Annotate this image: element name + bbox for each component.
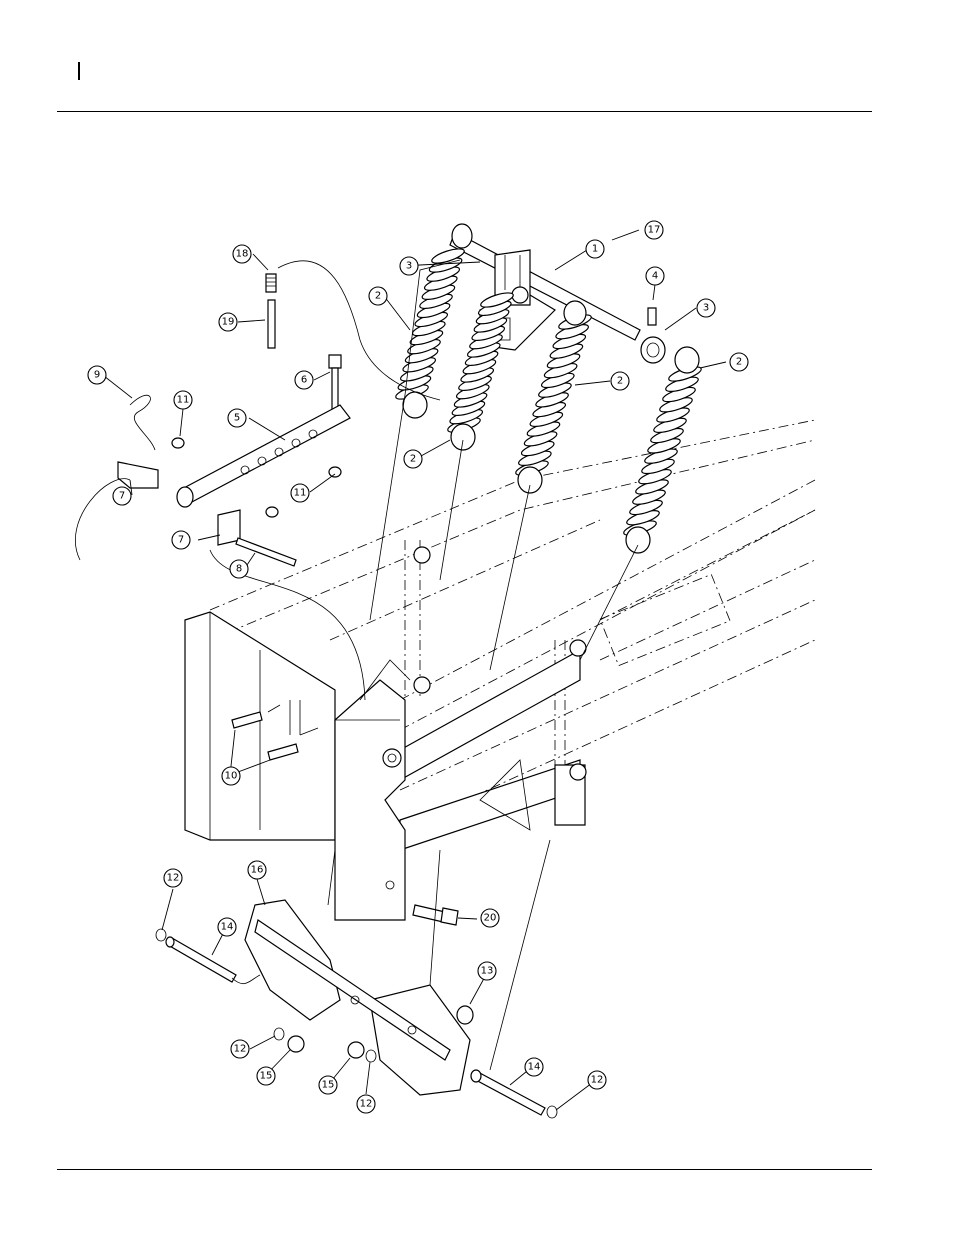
svg-text:12: 12	[591, 1075, 604, 1086]
callout-12: 12	[356, 1094, 376, 1114]
spring-coil	[480, 292, 514, 308]
svg-text:2: 2	[375, 291, 381, 302]
callout-8: 8	[229, 559, 249, 579]
callout-3: 3	[399, 256, 419, 276]
toolbar-frame	[209, 419, 816, 831]
svg-text:16: 16	[251, 865, 264, 876]
callout-2: 2	[729, 352, 749, 372]
svg-text:9: 9	[94, 370, 100, 381]
svg-text:12: 12	[234, 1044, 247, 1055]
spring-18-pin-19	[265, 260, 441, 401]
bolt-20	[412, 904, 459, 926]
callout-6: 6	[294, 370, 314, 390]
mount-bracket-left	[184, 611, 336, 841]
callout-7: 7	[112, 486, 132, 506]
svg-text:15: 15	[322, 1080, 335, 1091]
frame-bolts	[413, 546, 587, 781]
callout-15: 15	[256, 1066, 276, 1086]
callout-14: 14	[217, 917, 237, 937]
header-rule	[57, 111, 872, 112]
spring-3	[515, 300, 592, 494]
svg-text:13: 13	[481, 966, 494, 977]
callout-11: 11	[173, 390, 193, 410]
svg-text:1: 1	[592, 244, 598, 255]
callout-20: 20	[480, 908, 500, 928]
spring-4	[623, 346, 702, 554]
svg-text:11: 11	[177, 395, 190, 406]
callout-2: 2	[368, 286, 388, 306]
adjust-bar-5	[176, 404, 351, 508]
svg-text:2: 2	[617, 376, 623, 387]
svg-text:8: 8	[236, 564, 242, 575]
callout-19: 19	[218, 312, 238, 332]
washers-11	[171, 437, 342, 518]
callout-10: 10	[221, 766, 241, 786]
pin-8	[235, 537, 297, 567]
svg-text:12: 12	[360, 1099, 373, 1110]
bolts-10	[231, 711, 299, 761]
washers-13-15	[287, 1005, 474, 1059]
lower-plate-16	[244, 899, 471, 1096]
callout-16: 16	[247, 860, 267, 880]
svg-text:5: 5	[234, 413, 240, 424]
spring-coil	[431, 248, 465, 264]
spring-2	[447, 292, 514, 451]
callout-9: 9	[87, 365, 107, 385]
callout-5: 5	[227, 408, 247, 428]
svg-text:14: 14	[221, 922, 234, 933]
snap-rings-12	[155, 928, 558, 1119]
callout-17: 17	[644, 220, 664, 240]
mount-bracket-right	[334, 659, 411, 921]
svg-text:10: 10	[225, 771, 238, 782]
svg-text:2: 2	[410, 454, 416, 465]
svg-text:20: 20	[484, 913, 497, 924]
svg-text:7: 7	[178, 535, 184, 546]
pin-14-left	[165, 936, 237, 983]
callout-12: 12	[163, 868, 183, 888]
callout-7: 7	[171, 530, 191, 550]
svg-text:11: 11	[294, 488, 307, 499]
callout-15: 15	[318, 1075, 338, 1095]
footer-rule	[57, 1169, 872, 1170]
callout-2: 2	[610, 371, 630, 391]
spring-1	[395, 248, 465, 419]
svg-text:7: 7	[119, 491, 125, 502]
callout-11: 11	[290, 483, 310, 503]
svg-text:6: 6	[301, 375, 307, 386]
svg-text:18: 18	[236, 249, 249, 260]
svg-text:17: 17	[648, 225, 661, 236]
callout-12: 12	[587, 1070, 607, 1090]
svg-text:3: 3	[406, 261, 412, 272]
callout-3: 3	[696, 298, 716, 318]
callout-2: 2	[403, 449, 423, 469]
svg-text:15: 15	[260, 1071, 273, 1082]
callout-leaders	[103, 229, 727, 1111]
callout-14: 14	[524, 1057, 544, 1077]
callout-18: 18	[232, 244, 252, 264]
pin-14-right	[470, 1069, 546, 1116]
svg-text:2: 2	[736, 357, 742, 368]
svg-text:14: 14	[528, 1062, 541, 1073]
header-marker-bar	[78, 62, 80, 80]
callout-13: 13	[477, 961, 497, 981]
svg-text:19: 19	[222, 317, 235, 328]
svg-text:4: 4	[652, 271, 658, 282]
assembly-leader-lines	[74, 394, 639, 1071]
callout-1: 1	[585, 239, 605, 259]
svg-text:12: 12	[167, 873, 180, 884]
hair-pin-9	[129, 394, 156, 451]
callout-4: 4	[645, 266, 665, 286]
svg-text:3: 3	[703, 303, 709, 314]
callout-12: 12	[230, 1039, 250, 1059]
